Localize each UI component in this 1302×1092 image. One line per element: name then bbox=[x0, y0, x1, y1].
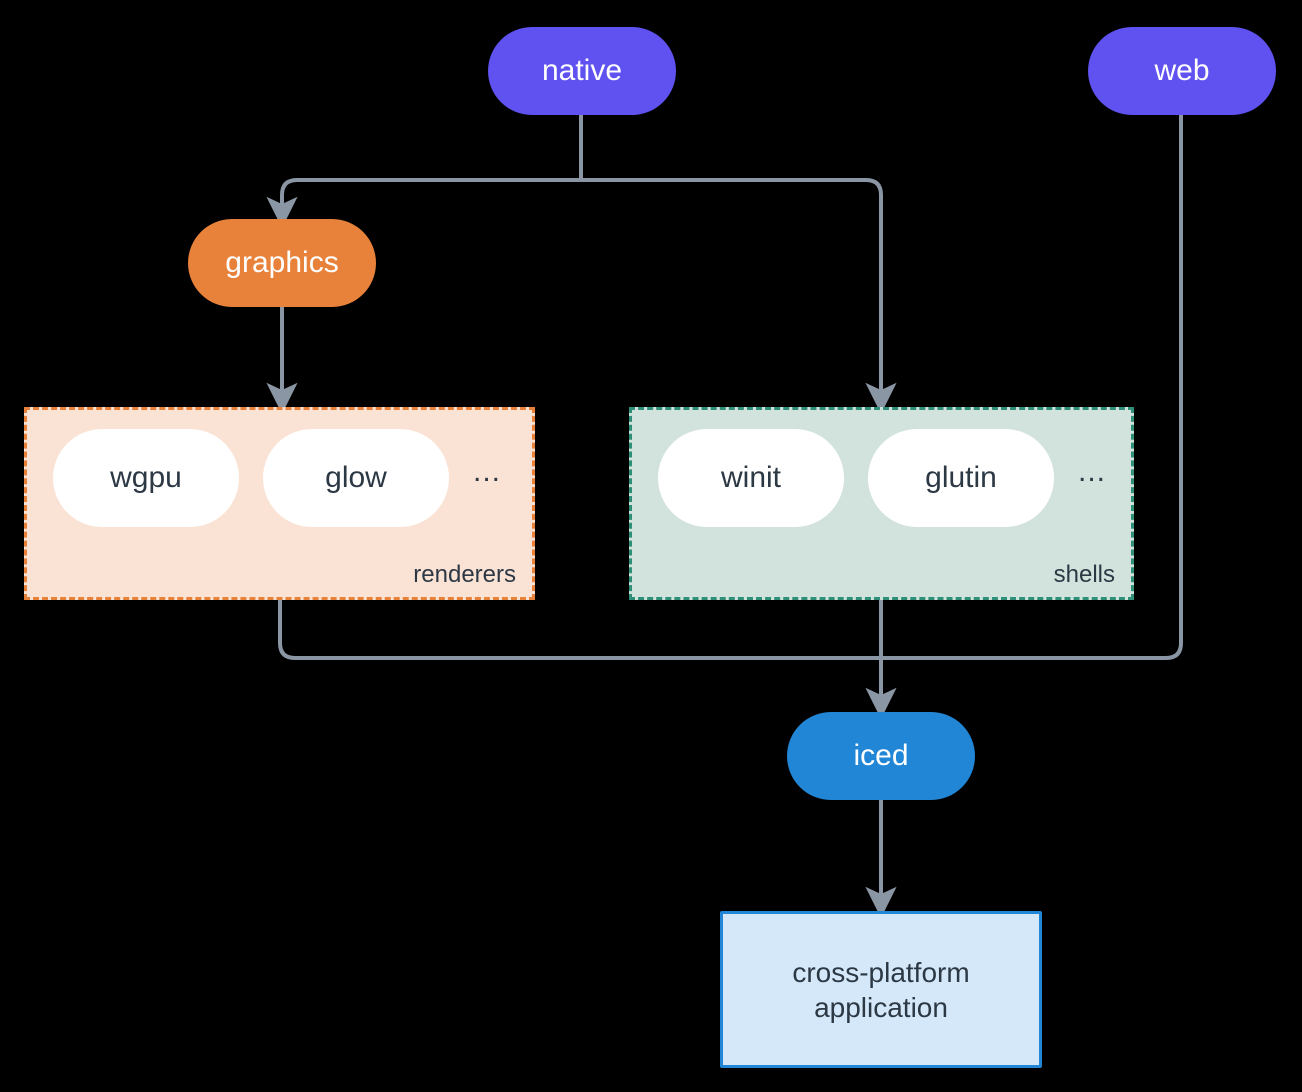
node-wgpu-label: wgpu bbox=[110, 461, 182, 494]
node-glutin[interactable]: glutin bbox=[868, 429, 1054, 527]
node-graphics[interactable]: graphics bbox=[188, 219, 376, 307]
edge-native-to-shells bbox=[579, 113, 897, 415]
renderers-ellipsis: ... bbox=[473, 455, 502, 488]
group-shells-label: shells bbox=[1053, 561, 1115, 588]
node-iced[interactable]: iced bbox=[787, 712, 975, 800]
node-winit-label: winit bbox=[720, 461, 781, 494]
node-glow[interactable]: glow bbox=[263, 429, 449, 527]
node-native-label: native bbox=[541, 54, 623, 88]
node-native[interactable]: native bbox=[488, 27, 676, 115]
group-shells[interactable]: winit glutin ... shells bbox=[629, 407, 1134, 600]
node-application[interactable]: cross-platform application bbox=[720, 911, 1042, 1068]
group-renderers[interactable]: wgpu glow ... renderers bbox=[24, 407, 535, 600]
node-web[interactable]: web bbox=[1088, 27, 1276, 115]
node-application-line2: application bbox=[814, 991, 948, 1023]
node-winit[interactable]: winit bbox=[658, 429, 844, 527]
node-web-label: web bbox=[1154, 54, 1210, 88]
shells-ellipsis: ... bbox=[1078, 455, 1107, 488]
edge-native-to-graphics bbox=[266, 113, 583, 229]
group-renderers-items: wgpu glow ... bbox=[27, 428, 532, 528]
group-renderers-label: renderers bbox=[413, 561, 516, 588]
node-glow-label: glow bbox=[325, 461, 387, 494]
node-wgpu[interactable]: wgpu bbox=[53, 429, 239, 527]
node-glutin-label: glutin bbox=[925, 461, 997, 494]
node-iced-label: iced bbox=[853, 739, 909, 773]
group-shells-items: winit glutin ... bbox=[632, 428, 1131, 528]
node-application-line1: cross-platform bbox=[792, 956, 970, 988]
edge-renderers-to-iced bbox=[278, 598, 883, 660]
node-graphics-label: graphics bbox=[225, 246, 339, 280]
